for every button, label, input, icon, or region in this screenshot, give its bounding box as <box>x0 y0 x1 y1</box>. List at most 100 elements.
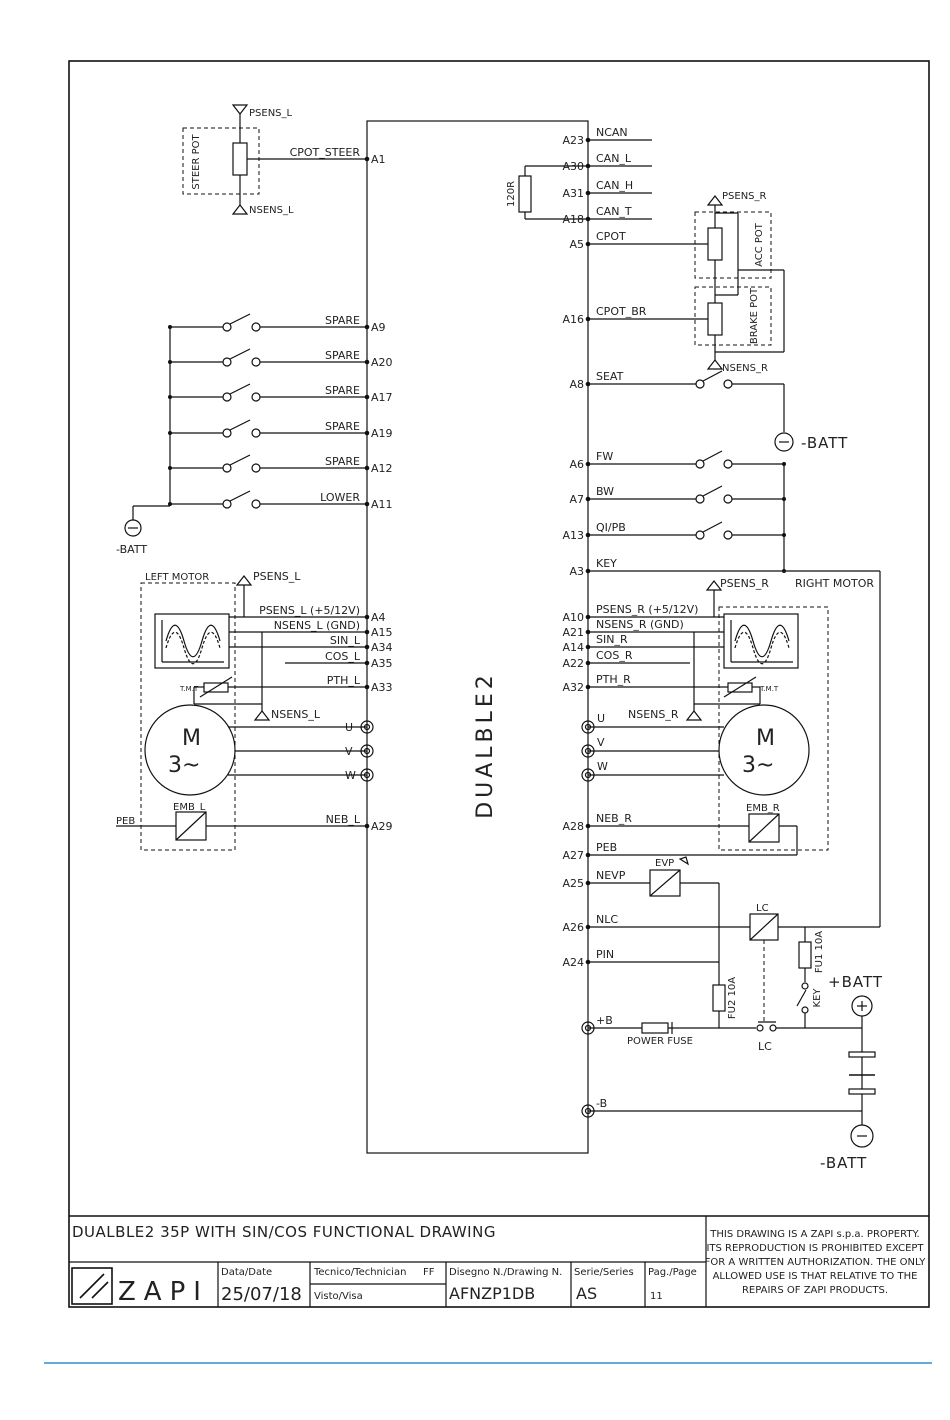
pin-signal: SPARE <box>325 349 360 362</box>
pin-id: V <box>597 736 605 749</box>
right-pin: -B <box>581 1097 607 1118</box>
left-pin: A20 SPARE <box>325 349 393 369</box>
tech-value: FF <box>423 1267 435 1278</box>
right-pin-group: A23NCANA30CAN_LA31CAN_HA18CAN_TA5CPOTA16… <box>562 126 698 1118</box>
pin-signal: KEY <box>596 557 617 570</box>
pin-signal: PEB <box>596 841 617 854</box>
switch-contact <box>251 499 261 509</box>
pin-id: A24 <box>562 956 584 969</box>
pin-id: A32 <box>562 681 584 694</box>
drawing-no-label: Disegno N./Drawing N. <box>449 1267 562 1278</box>
pin-id: A28 <box>562 820 584 833</box>
junction-dot <box>782 462 786 466</box>
notice-line: ALLOWED USE IS THAT RELATIVE TO THE <box>713 1271 918 1282</box>
pin-id: A4 <box>371 611 386 624</box>
pin-id: A3 <box>569 565 584 578</box>
pin-signal: QI/PB <box>596 521 626 534</box>
date-label: Data/Date <box>221 1267 272 1278</box>
left-pin: A12 SPARE <box>325 455 393 475</box>
pin-id: A9 <box>371 321 386 334</box>
right-pin: A13 QI/PB <box>562 521 625 542</box>
pin-signal: CAN_L <box>596 152 632 165</box>
pin-signal: NSENS_R (GND) <box>596 618 684 631</box>
switch-contact <box>251 463 261 473</box>
switch-lever <box>229 348 251 360</box>
power-fuse-label: POWER FUSE <box>627 1036 693 1047</box>
steer-pot: PSENS_L NSENS_L STEER POT <box>182 104 367 216</box>
pin-signal: NSENS_L (GND) <box>274 619 360 632</box>
junction-dot <box>168 325 172 329</box>
pin-id: A7 <box>569 493 584 506</box>
pin-id: A35 <box>371 657 393 670</box>
switch-lever <box>229 490 251 502</box>
switch-lever <box>702 485 723 497</box>
right-pin: A8 SEAT <box>569 370 623 391</box>
pin-id: A17 <box>371 391 393 404</box>
pin-id: A21 <box>562 626 584 639</box>
pin-id: A1 <box>371 153 386 166</box>
pin-signal: NEVP <box>596 869 626 882</box>
psens-l-motor: PSENS_L <box>253 570 301 583</box>
switch-lever <box>229 313 251 325</box>
right-pin: A7 BW <box>569 485 614 506</box>
left-switch-bank: -BATT <box>116 313 367 556</box>
peb-left-label: PEB <box>116 816 135 827</box>
pin-id: A10 <box>562 611 584 624</box>
pin-id: A12 <box>371 462 393 475</box>
zapi-logo: ZAPI <box>118 1277 209 1307</box>
pin-id: A14 <box>562 641 584 654</box>
acc-pot-label: ACC POT <box>754 222 765 267</box>
pin-id: U <box>597 712 605 725</box>
pin-signal: +B <box>596 1014 613 1027</box>
visa-label: Visto/Visa <box>314 1291 363 1302</box>
pin-signal: NLC <box>596 913 618 926</box>
pin-signal: SEAT <box>596 370 624 383</box>
left-motor-m: M <box>182 726 201 751</box>
right-switch-bank: -BATT <box>588 370 881 927</box>
lc-coil-label: LC <box>756 903 769 914</box>
pin-id: A29 <box>371 820 393 833</box>
junction-dot <box>168 431 172 435</box>
pin-signal: COS_R <box>596 649 633 662</box>
switch-contact <box>222 463 232 473</box>
batt-pos-label: +BATT <box>828 973 883 991</box>
pin-id: A20 <box>371 356 393 369</box>
right-motor: PSENS_R RIGHT MOTOR T.M.T NSENS_R M 3~ E… <box>588 577 874 856</box>
pin-signal: SIN_L <box>330 634 361 647</box>
pin-signal: CPOT_STEER <box>290 146 361 159</box>
pin-signal: BW <box>596 485 614 498</box>
left-pin: A15 NSENS_L (GND) <box>274 619 393 639</box>
date-value: 25/07/18 <box>221 1284 302 1305</box>
evp-label: EVP <box>655 858 674 869</box>
pin-signal: SPARE <box>325 455 360 468</box>
batt-neg-main: -BATT <box>820 1154 867 1172</box>
pin-id: A19 <box>371 427 393 440</box>
right-pin: W <box>581 760 608 782</box>
pin-id: A23 <box>562 134 584 147</box>
pin-id: W <box>597 760 608 773</box>
pin-id: A22 <box>562 657 584 670</box>
left-motor-label: LEFT MOTOR <box>145 572 209 583</box>
right-pin: A21 NSENS_R (GND) <box>562 618 683 639</box>
series-value: AS <box>576 1284 597 1303</box>
junction-dot <box>782 569 786 573</box>
drawing-no-value: AFNZP1DB <box>449 1284 535 1303</box>
fu1-label: FU1 10A <box>814 931 825 973</box>
pin-id: A13 <box>562 529 584 542</box>
emb-l-label: EMB_L <box>173 802 206 813</box>
junction-dot <box>782 533 786 537</box>
right-pin: V <box>581 736 605 758</box>
right-motor-label: RIGHT MOTOR <box>795 577 874 590</box>
notice-line: THIS DRAWING IS A ZAPI s.p.a. PROPERTY. <box>709 1229 919 1240</box>
pin-id: A27 <box>562 849 584 862</box>
pin-id: A8 <box>569 378 584 391</box>
pin-id: A15 <box>371 626 393 639</box>
pin-signal: LOWER <box>320 491 360 504</box>
pin-signal: SIN_R <box>596 633 628 646</box>
